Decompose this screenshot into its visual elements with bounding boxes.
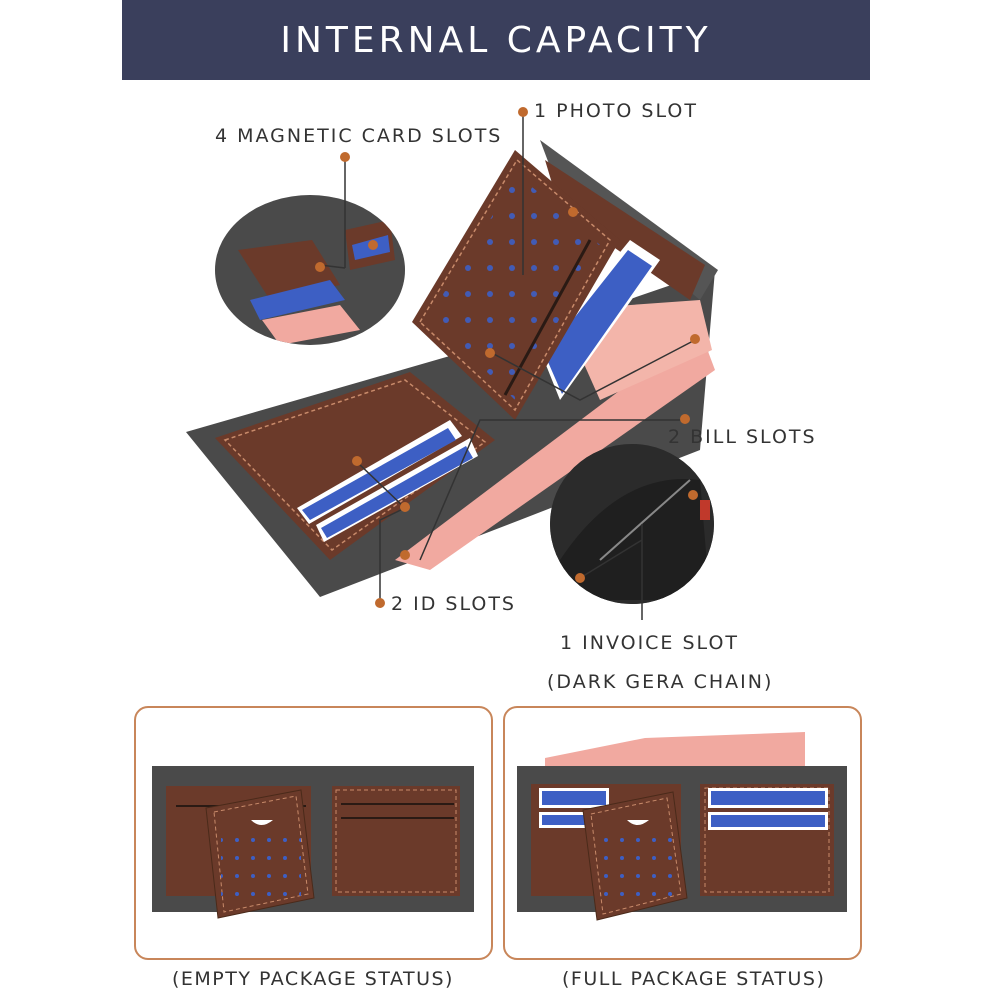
marker-photo-top	[518, 107, 528, 117]
empty-status-caption: (EMPTY PACKAGE STATUS)	[172, 968, 454, 990]
marker-invoice-2	[575, 573, 585, 583]
marker-photo-flap	[568, 207, 578, 217]
page-title: INTERNAL CAPACITY	[280, 19, 712, 61]
full-wallet-panel	[503, 706, 862, 960]
wallet-open	[186, 140, 718, 597]
marker-id-2	[400, 502, 410, 512]
leader-lines	[319, 112, 696, 620]
callout-bill-slots: 2 BILL SLOTS	[668, 426, 817, 448]
full-wallet-image	[517, 732, 847, 921]
marker-id-3	[400, 550, 410, 560]
marker-card-top	[340, 152, 350, 162]
marker-id-1	[352, 456, 362, 466]
marker-card-inner	[315, 262, 325, 272]
marker-bill-1	[680, 414, 690, 424]
callout-photo-slot: 1 PHOTO SLOT	[534, 100, 698, 122]
marker-id-bottom	[375, 598, 385, 608]
empty-wallet-panel	[134, 706, 493, 960]
callout-card-slots: 4 MAGNETIC CARD SLOTS	[215, 125, 503, 147]
callout-invoice-note: (DARK GERA CHAIN)	[547, 671, 774, 693]
callout-id-slots: 2 ID SLOTS	[391, 593, 516, 615]
full-status-caption: (FULL PACKAGE STATUS)	[562, 968, 826, 990]
marker-bill-2	[690, 334, 700, 344]
marker-photo-flap-2	[485, 348, 495, 358]
marker-card-inner-2	[368, 240, 378, 250]
card-slots-inset	[215, 195, 405, 345]
marker-invoice-1	[688, 490, 698, 500]
empty-wallet-image	[152, 766, 474, 919]
title-banner: INTERNAL CAPACITY	[122, 0, 870, 80]
callout-invoice-slot: 1 INVOICE SLOT	[560, 632, 740, 654]
